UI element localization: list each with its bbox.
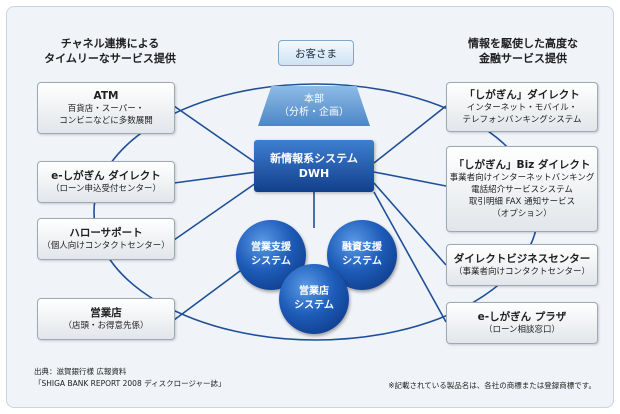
customer-box: お客さま <box>278 40 354 66</box>
source-line-1: 出典：滋賀銀行様 広報資料 <box>34 367 127 376</box>
dwh-subtitle: DWH <box>298 167 330 180</box>
atm-line-1: 百貨店・スーパー・ <box>67 104 145 114</box>
branch-system-line-1: 営業店 <box>299 286 329 297</box>
branch-system-line-2: システム <box>294 300 334 311</box>
source-line-2: 「SHIGA BANK REPORT 2008 ディスクロージャー誌」 <box>34 379 226 388</box>
hello-support-title: ハローサポート <box>69 227 143 239</box>
e-plaza-box: e-しがぎん プラザ （ローン相談窓口） <box>446 302 598 344</box>
customer-label: お客さま <box>295 47 337 60</box>
atm-line-2: コンビニなどに多数展開 <box>59 116 153 126</box>
dwh-node: 新情報系システム DWH <box>254 140 374 192</box>
e-plaza-line-1: （ローン相談窓口） <box>483 325 561 335</box>
atm-box: ATM 百貨店・スーパー・ コンビニなどに多数展開 <box>37 82 175 134</box>
right-heading-line-1: 情報を駆使した高度な <box>468 37 578 50</box>
biz-direct-line-4: （オプション） <box>492 209 552 219</box>
dwh-title: 新情報系システム <box>270 152 358 165</box>
biz-direct-line-2: 電話紹介サービスシステム <box>471 185 573 195</box>
e-direct-line-1: （ローン申込受付センター） <box>50 184 162 194</box>
biz-direct-line-3: 取引明細 FAX 通知サービス <box>468 197 576 207</box>
atm-title: ATM <box>93 90 119 102</box>
hq-subtitle: （分析・企画） <box>279 107 349 118</box>
loan-support-circle: 融資支援 システム <box>327 220 397 290</box>
biz-direct-box: 「しがぎん」Biz ダイレクト 事業者向けインターネットバンキング 電話紹介サー… <box>446 146 598 232</box>
headquarters-node: 本部 （分析・企画） <box>258 86 370 126</box>
shigagin-direct-line-1: インターネット・モバイル・ <box>466 103 578 113</box>
trademark-note: ※記載されている製品名は、各社の商標または登録商標です。 <box>388 381 596 390</box>
sales-support-line-1: 営業支援 <box>251 242 291 253</box>
branch-box: 営業店 （店頭・お得意先係） <box>37 298 175 340</box>
direct-business-center-title: ダイレクトビジネスセンター <box>453 253 591 265</box>
branch-title: 営業店 <box>90 307 122 319</box>
right-heading-line-2: 金融サービス提供 <box>479 52 567 65</box>
hello-support-box: ハローサポート （個人向けコンタクトセンター） <box>37 218 175 260</box>
hq-title: 本部 <box>304 94 324 105</box>
loan-support-line-2: システム <box>342 256 382 267</box>
left-heading: チャネル連携による タイムリーなサービス提供 <box>40 36 180 66</box>
link-atm <box>173 105 257 164</box>
branch-system-circle: 営業店 システム <box>279 264 349 334</box>
biz-direct-title: 「しがぎん」Biz ダイレクト <box>453 159 591 171</box>
direct-business-center-box: ダイレクトビジネスセンター （事業者向けコンタクトセンター） <box>446 244 598 286</box>
e-direct-title: e-しがぎん ダイレクト <box>51 170 161 182</box>
link-e-plaza <box>373 191 447 323</box>
link-direct-business-center <box>373 182 447 266</box>
branch-line-1: （店頭・お得意先係） <box>63 321 149 331</box>
link-shigagin-direct <box>373 105 447 164</box>
biz-direct-line-1: 事業者向けインターネットバンキング <box>449 173 595 183</box>
link-branch <box>173 267 245 321</box>
link-hello-support <box>173 182 257 241</box>
loan-support-line-1: 融資支援 <box>342 242 382 253</box>
e-plaza-title: e-しがぎん プラザ <box>477 311 567 323</box>
shigagin-direct-title: 「しがぎん」ダイレクト <box>464 89 580 101</box>
e-direct-box: e-しがぎん ダイレクト （ローン申込受付センター） <box>37 161 175 203</box>
right-heading: 情報を駆使した高度な 金融サービス提供 <box>448 36 598 66</box>
hello-support-line-1: （個人向けコンタクトセンター） <box>42 241 170 251</box>
shigagin-direct-box: 「しがぎん」ダイレクト インターネット・モバイル・ テレフォンバンキングシステム <box>446 82 598 132</box>
link-biz-direct <box>373 171 447 187</box>
left-heading-line-2: タイムリーなサービス提供 <box>44 52 176 65</box>
left-heading-line-1: チャネル連携による <box>60 37 160 50</box>
sales-support-line-2: システム <box>251 256 291 267</box>
direct-business-center-line-1: （事業者向けコンタクトセンター） <box>453 267 590 277</box>
link-e-direct <box>173 171 257 184</box>
source-citation: 出典：滋賀銀行様 広報資料 「SHIGA BANK REPORT 2008 ディ… <box>34 366 226 390</box>
shigagin-direct-line-2: テレフォンバンキングシステム <box>462 115 582 125</box>
